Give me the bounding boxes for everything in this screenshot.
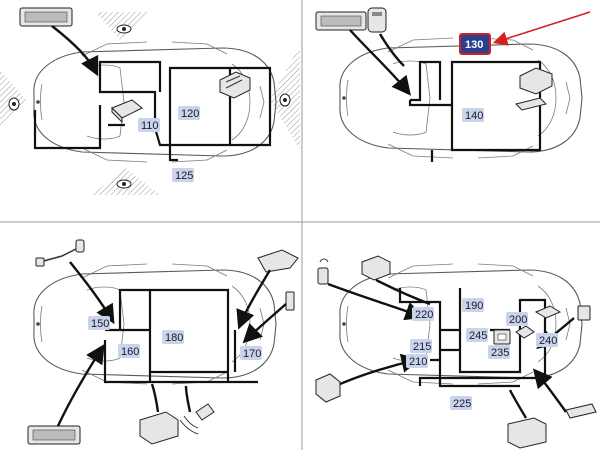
label-240: 240 <box>539 335 557 347</box>
seat-module-icon <box>519 67 553 95</box>
seat-module-icon <box>219 71 251 99</box>
label-215: 215 <box>413 341 431 353</box>
module-bracket-icon <box>257 249 299 273</box>
panel-top-left: 110 120 125 <box>0 7 300 195</box>
remote-sensor-icon <box>315 373 341 403</box>
display-unit-icon <box>27 425 81 445</box>
label-125: 125 <box>175 170 193 182</box>
display-unit-icon <box>315 11 367 31</box>
label-235: 235 <box>491 347 509 359</box>
label-200: 200 <box>509 314 527 326</box>
label-bg-160 <box>118 344 140 358</box>
sensor-bracket-icon <box>515 97 547 111</box>
label-245: 245 <box>469 330 487 342</box>
panel-top-right: 130 140 <box>315 7 591 162</box>
label-bg-170 <box>240 346 262 360</box>
relay-box-icon <box>361 255 391 281</box>
label-140: 140 <box>465 110 483 122</box>
label-bg-240 <box>536 333 558 347</box>
display-unit-icon <box>19 7 73 27</box>
label-180: 180 <box>165 332 183 344</box>
junction-box-icon <box>507 417 547 449</box>
label-bg-190 <box>462 298 484 312</box>
label-bg-245 <box>466 328 488 342</box>
camera-eye-icon <box>8 24 291 189</box>
label-bg-210 <box>406 354 428 368</box>
keyfob-icon <box>367 7 387 33</box>
label-bg-150 <box>88 316 110 330</box>
label-bg-180 <box>162 330 184 344</box>
label-bg-225 <box>450 396 472 410</box>
label-110: 110 <box>141 120 159 132</box>
label-bg-235 <box>488 345 510 359</box>
label-120: 120 <box>181 108 199 120</box>
label-190: 190 <box>465 300 483 312</box>
label-225: 225 <box>453 398 471 410</box>
label-bg-120 <box>178 106 200 120</box>
label-bg-125 <box>172 168 194 182</box>
label-220: 220 <box>415 309 433 321</box>
sensor-cable-icon <box>35 239 85 267</box>
label-bg-140 <box>462 108 484 122</box>
module-icon-245 <box>493 329 511 345</box>
label-150: 150 <box>91 318 109 330</box>
module-icon-235 <box>515 325 535 339</box>
panel-bottom-left: 150 160 170 180 <box>27 239 299 445</box>
antenna-cable-icon <box>577 305 591 321</box>
label-130: 130 <box>465 39 483 51</box>
control-box-icon <box>139 411 179 445</box>
pointer-arrow <box>492 11 591 46</box>
connector-strip-icon <box>565 403 597 419</box>
keyfob-icon <box>317 258 329 285</box>
control-module-icon <box>111 99 143 124</box>
label-bg-130-highlighted <box>459 33 491 55</box>
label-bg-110 <box>138 118 160 132</box>
satellite-antenna-icon <box>179 403 215 435</box>
connector-icon <box>285 291 295 311</box>
label-bg-220 <box>412 307 434 321</box>
label-170: 170 <box>243 348 261 360</box>
panel-bottom-right: 190 200 210 215 220 225 235 240 245 <box>315 255 597 449</box>
label-bg-215 <box>410 339 432 353</box>
label-210: 210 <box>409 356 427 368</box>
label-160: 160 <box>121 346 139 358</box>
label-bg-200 <box>506 312 528 326</box>
module-icon-200 <box>534 305 562 319</box>
